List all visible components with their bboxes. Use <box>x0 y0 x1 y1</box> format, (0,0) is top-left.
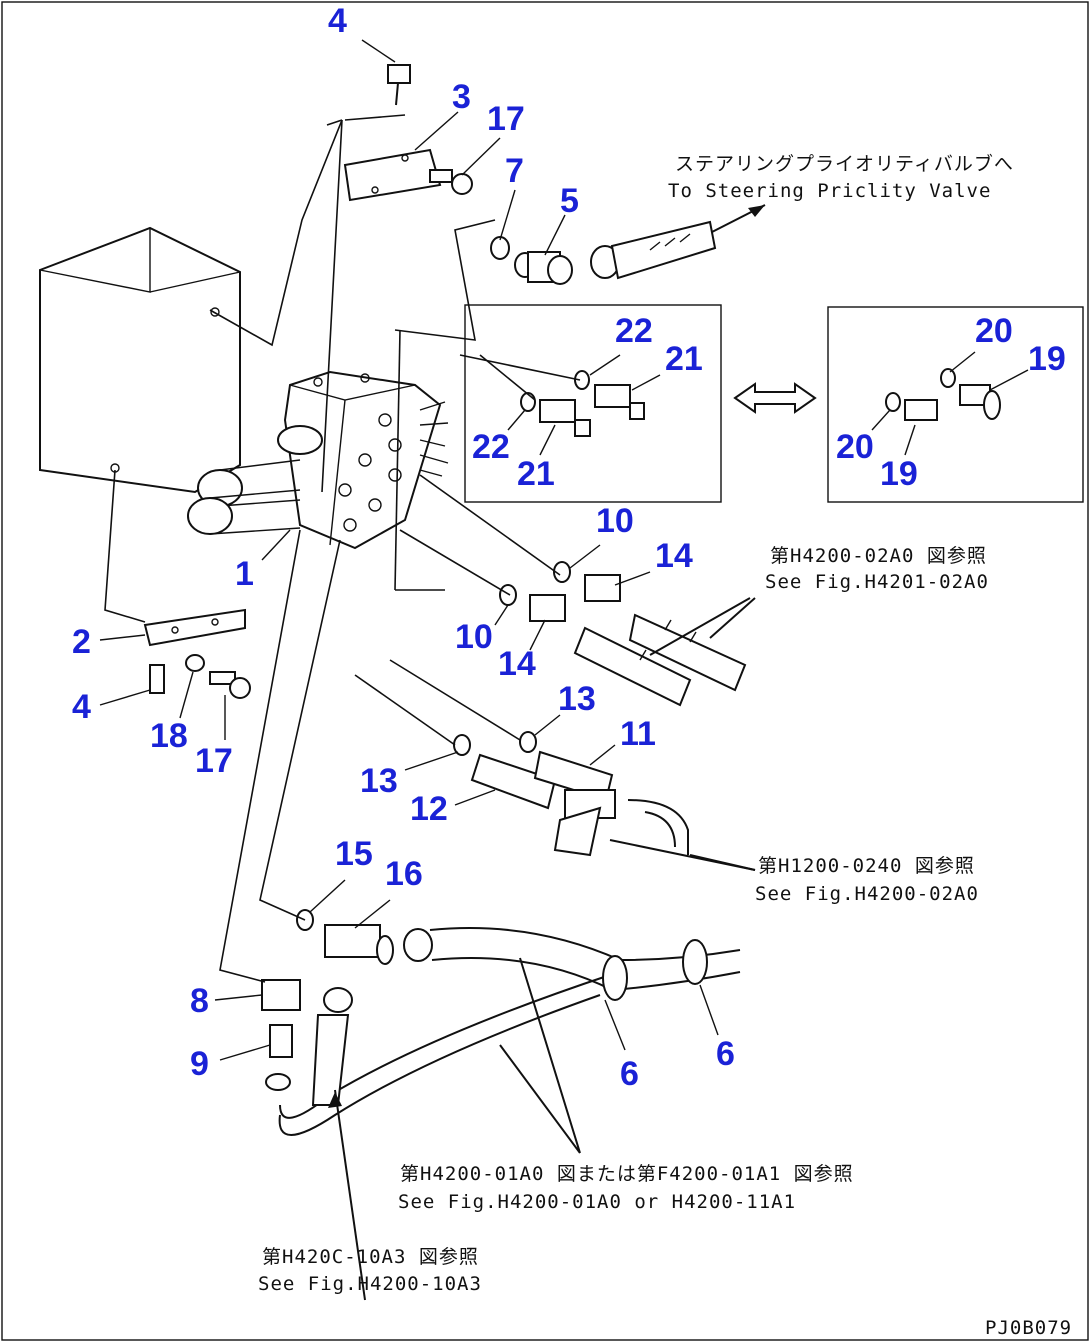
callout-19-upper: 19 <box>1028 340 1066 378</box>
detail-box-left <box>464 304 722 503</box>
bolt-upper <box>387 64 411 106</box>
callout-17-upper: 17 <box>487 100 525 138</box>
hose-assembly-bottom <box>278 927 741 1301</box>
callout-13-lower: 13 <box>360 762 398 800</box>
washer-18 <box>185 654 205 672</box>
callout-6-right: 6 <box>716 1035 735 1073</box>
fittings-15-16 <box>296 909 394 965</box>
cover-plate <box>39 226 241 494</box>
callout-8: 8 <box>190 982 209 1020</box>
drawing-code: PJ0B079 <box>985 1317 1072 1339</box>
note-ref1-jp: 第H4200-02A0 図参照 <box>770 545 987 567</box>
callout-17-lower: 17 <box>195 742 233 780</box>
double-arrow <box>733 382 817 414</box>
callout-6-left: 6 <box>620 1055 639 1093</box>
bolt-17-upper <box>429 169 473 195</box>
callout-22-upper: 22 <box>615 312 653 350</box>
assembly-lines <box>104 114 581 983</box>
detail-box-right <box>827 306 1084 503</box>
callout-20-upper: 20 <box>975 312 1013 350</box>
callout-18: 18 <box>150 717 188 755</box>
bracket-lower <box>143 608 246 647</box>
fittings-10-14 <box>499 561 756 707</box>
callout-9: 9 <box>190 1045 209 1083</box>
callout-7: 7 <box>505 152 524 190</box>
callout-10-upper: 10 <box>596 502 634 540</box>
note-ref2-jp: 第H1200-0240 図参照 <box>758 855 975 877</box>
hose-steering <box>590 204 766 280</box>
callout-20-lower: 20 <box>836 428 874 466</box>
callout-21-lower: 21 <box>517 455 555 493</box>
o-ring-7 <box>490 236 510 260</box>
callout-14-lower: 14 <box>498 645 536 683</box>
note-steering-jp: ステアリングプライオリティバルブへ <box>675 152 1014 175</box>
bolt-4-lower <box>149 664 165 694</box>
callout-19-lower: 19 <box>880 455 918 493</box>
note-ref2-en: See Fig.H4200-02A0 <box>755 883 979 905</box>
callout-10-lower: 10 <box>455 618 493 656</box>
fittings-11-12-13 <box>453 731 756 871</box>
leader-lines <box>99 39 1029 1061</box>
fittings-8-9 <box>261 979 301 1091</box>
callout-16: 16 <box>385 855 423 893</box>
callout-3: 3 <box>452 78 471 116</box>
callout-13-upper: 13 <box>558 680 596 718</box>
bracket-upper <box>343 148 442 202</box>
note-ref1-en: See Fig.H4201-02A0 <box>765 571 989 593</box>
detail-19-20 <box>885 368 1001 421</box>
callout-4-lower: 4 <box>72 688 91 726</box>
main-valve-block <box>187 370 449 550</box>
bolt-17-lower <box>209 671 251 699</box>
detail-21-22 <box>520 370 645 437</box>
callout-2: 2 <box>72 623 91 661</box>
callout-15: 15 <box>335 835 373 873</box>
callout-12: 12 <box>410 790 448 828</box>
elbow-fitting-5 <box>514 251 573 285</box>
callout-21-upper: 21 <box>665 340 703 378</box>
callout-4-upper: 4 <box>328 2 347 40</box>
callout-22-lower: 22 <box>472 428 510 466</box>
note-ref4-en: See Fig.H4200-10A3 <box>258 1273 482 1295</box>
callout-1: 1 <box>235 555 254 593</box>
callout-11: 11 <box>620 715 656 753</box>
callout-14-upper: 14 <box>655 537 693 575</box>
note-ref4-jp: 第H420C-10A3 図参照 <box>262 1246 479 1268</box>
note-ref3-jp: 第H4200-01A0 図または第F4200-01A1 図参照 <box>400 1163 854 1185</box>
note-ref3-en: See Fig.H4200-01A0 or H4200-11A1 <box>398 1191 796 1213</box>
callout-5: 5 <box>560 182 579 220</box>
note-steering-en: To Steering Priclity Valve <box>668 180 991 202</box>
